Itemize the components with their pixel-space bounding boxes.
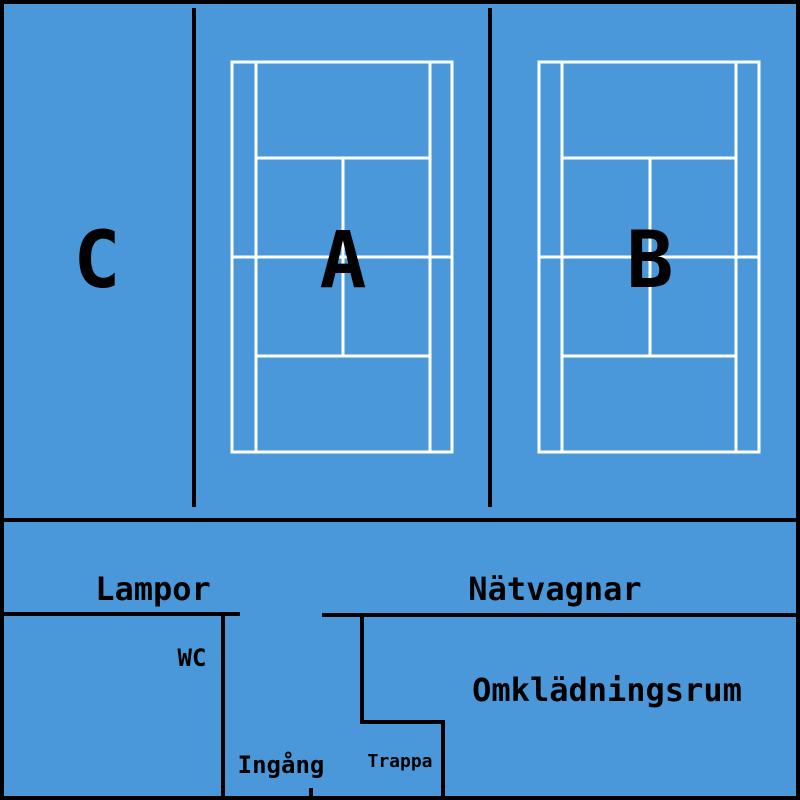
court-c-label: C <box>74 216 121 306</box>
court-a-lines <box>230 60 454 454</box>
court-a-label: A <box>320 216 367 306</box>
natvagnar-label: Nätvagnar <box>468 570 641 608</box>
court-b-lines <box>537 60 761 454</box>
wc-label: WC <box>178 644 207 672</box>
court-b-label: B <box>627 216 674 306</box>
lampor-label: Lampor <box>95 570 211 608</box>
ingang-label: Ingång <box>238 750 325 779</box>
trappa-label: Trappa <box>367 751 432 772</box>
omkladningsrum-label: Omklädningsrum <box>472 671 742 709</box>
